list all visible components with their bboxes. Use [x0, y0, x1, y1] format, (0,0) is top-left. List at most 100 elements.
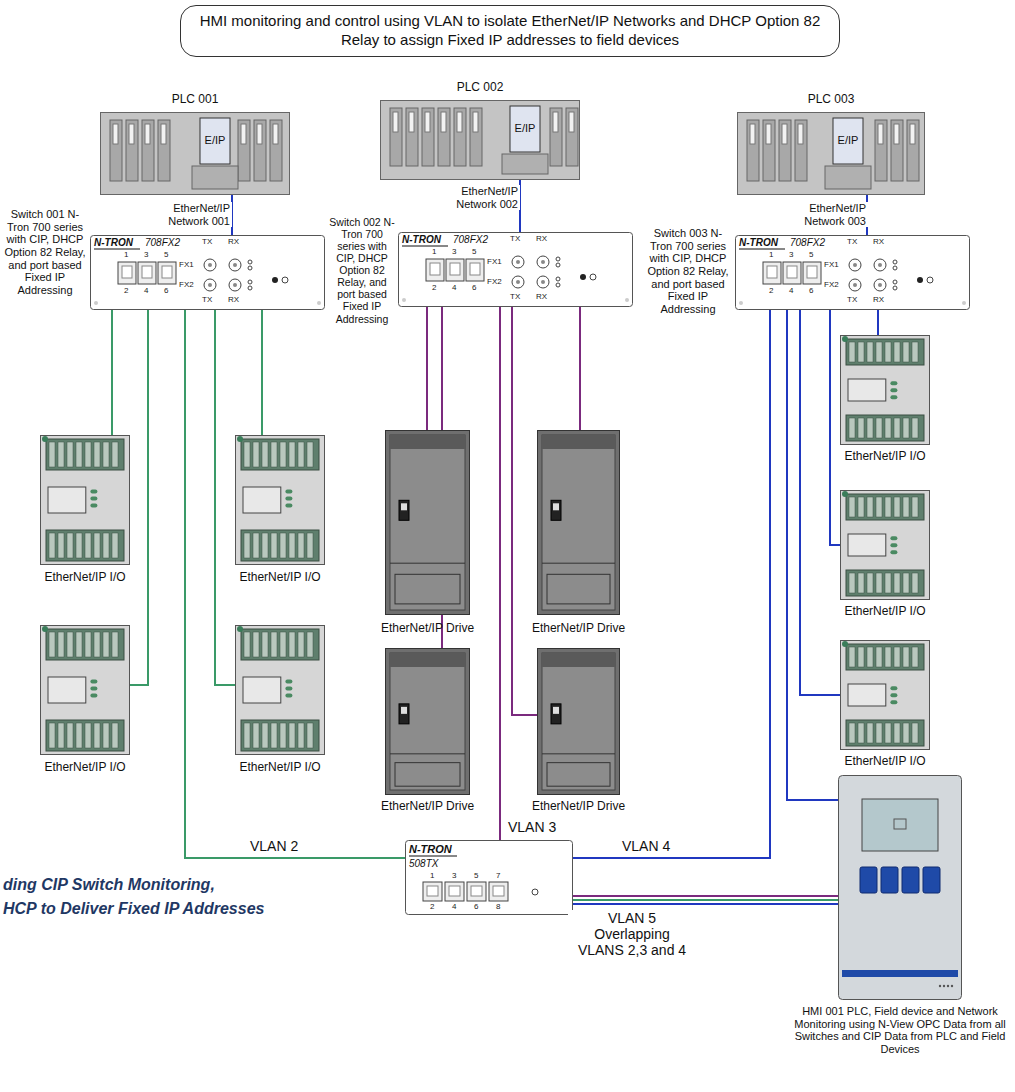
node-label: EtherNet/IP I/O	[20, 761, 150, 775]
port-label: 4	[452, 283, 456, 292]
edge-label: VLAN 3	[506, 819, 558, 835]
title-box: HMI monitoring and control using VLAN to…	[180, 5, 840, 57]
network-link	[573, 896, 838, 904]
port-label: RX	[228, 295, 239, 304]
port-label: 1	[432, 247, 436, 256]
port-label: TX	[847, 295, 857, 304]
io-module-drawing	[40, 435, 130, 565]
port-label: 2	[769, 286, 773, 295]
io-module-drawing	[840, 640, 930, 750]
network-cable	[573, 903, 838, 905]
port-label: 8	[496, 902, 500, 911]
node-text: E/IP	[833, 134, 863, 147]
io-module-drawing	[235, 625, 325, 755]
port-label: 1	[430, 871, 434, 880]
node-text: N-TRON	[739, 237, 789, 249]
node-text: N-TRON	[402, 234, 452, 246]
io-module: EtherNet/IP I/O	[235, 625, 325, 755]
node-label: EtherNet/IP I/O	[820, 450, 950, 464]
network-cable	[800, 310, 840, 695]
drive-cabinet-drawing	[385, 648, 470, 795]
node-text: E/IP	[200, 134, 230, 147]
port-label: TX	[510, 234, 520, 243]
port-label: 4	[452, 902, 456, 911]
drive-cabinet-drawing	[537, 648, 620, 795]
port-label: RX	[873, 237, 884, 246]
io-module: EtherNet/IP I/O	[840, 335, 930, 445]
edge-label: EtherNet/IP Network 001	[148, 202, 232, 227]
drive-cabinet-drawing	[385, 430, 470, 615]
network-cable	[130, 310, 148, 685]
drive-cabinet: EtherNet/IP Drive	[385, 648, 470, 795]
caption-fragment: HCP to Deliver Fixed IP Addresses	[3, 900, 264, 918]
port-label: 2	[432, 283, 436, 292]
network-link	[800, 310, 840, 695]
network-cable	[111, 310, 113, 435]
network-link	[580, 307, 581, 430]
port-label: 1	[769, 250, 773, 259]
network-cable	[261, 310, 263, 435]
port-label: TX	[847, 237, 857, 246]
io-module: EtherNet/IP I/O	[840, 640, 930, 750]
edge-label: VLAN 4	[620, 838, 672, 854]
node-label: EtherNet/IP I/O	[820, 755, 950, 769]
node-label: EtherNet/IP I/O	[215, 761, 345, 775]
port-label: 2	[124, 286, 128, 295]
plc-rack-drawing	[737, 112, 925, 195]
network-link	[878, 310, 879, 335]
plc-rack: PLC 002E/IP	[380, 100, 580, 180]
port-label: 2	[430, 902, 434, 911]
io-module: EtherNet/IP I/O	[235, 435, 325, 565]
io-module: EtherNet/IP I/O	[840, 490, 930, 600]
port-label: TX	[202, 237, 212, 246]
edge-label: VLAN 2	[248, 838, 300, 854]
port-label: 6	[809, 286, 813, 295]
plc-rack-drawing	[100, 112, 290, 195]
hmi-panel: HMI 001 PLC, Field device and Network Mo…	[838, 775, 962, 1000]
network-cable	[877, 310, 879, 335]
network-cable	[185, 310, 405, 858]
io-module-drawing	[840, 490, 930, 600]
plc-rack: PLC 001E/IP	[100, 112, 290, 195]
network-cable	[830, 310, 840, 545]
network-cable	[579, 307, 581, 430]
edge-label: EtherNet/IP Network 003	[780, 202, 868, 227]
network-cable	[426, 307, 428, 430]
edge-label: EtherNet/IP Network 002	[434, 185, 520, 210]
port-label: TX	[510, 292, 520, 301]
network-cable	[499, 307, 501, 840]
node-label: Switch 003 N-Tron 700 series with CIP, D…	[645, 227, 731, 315]
node-text: 708FX2	[790, 237, 830, 249]
io-module: EtherNet/IP I/O	[40, 625, 130, 755]
node-label: EtherNet/IP Drive	[360, 622, 495, 636]
port-label: RX	[228, 237, 239, 246]
node-label: EtherNet/IP I/O	[215, 571, 345, 585]
node-label: HMI 001 PLC, Field device and Network Mo…	[793, 1005, 1007, 1056]
drive-cabinet-drawing	[537, 430, 620, 615]
node-text: 708FX2	[453, 234, 493, 246]
port-label: FX2	[824, 280, 839, 289]
plc-rack-drawing	[380, 100, 580, 180]
node-label: PLC 003	[737, 93, 925, 107]
port-label: 3	[789, 250, 793, 259]
network-link	[787, 310, 838, 800]
port-label: 6	[164, 286, 168, 295]
node-label: EtherNet/IP Drive	[511, 800, 646, 814]
port-label: TX	[202, 295, 212, 304]
network-link	[112, 310, 113, 435]
node-label: HMI monitoring and control using VLAN to…	[197, 12, 823, 50]
port-label: 3	[452, 871, 456, 880]
node-label: EtherNet/IP Drive	[360, 800, 495, 814]
port-label: 3	[144, 250, 148, 259]
network-cable	[787, 310, 838, 800]
network-cable	[512, 307, 537, 715]
port-label: RX	[536, 292, 547, 301]
node-label: Switch 002 N-Tron 700 series with CIP, D…	[328, 216, 396, 325]
port-label: RX	[536, 234, 547, 243]
node-label: EtherNet/IP I/O	[820, 605, 950, 619]
node-label: PLC 002	[380, 81, 580, 95]
node-text: 508TX	[409, 858, 459, 870]
port-label: 6	[474, 902, 478, 911]
node-text: 708FX2	[145, 237, 185, 249]
network-cable	[573, 895, 838, 897]
